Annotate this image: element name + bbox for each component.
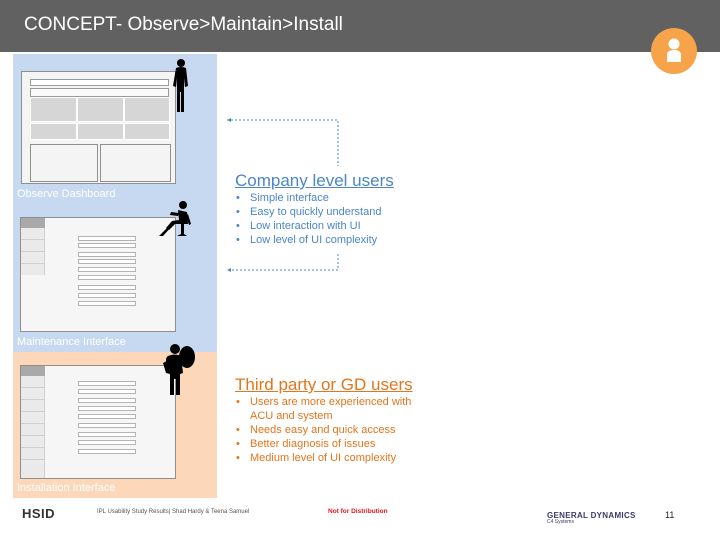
wireframe-cell: [77, 123, 124, 140]
list-item: Users are more experienced with ACU and …: [236, 395, 436, 423]
wireframe-field: [78, 432, 136, 437]
thirdparty-users-title: Third party or GD users: [235, 375, 413, 394]
wireframe-side-column: [21, 218, 45, 275]
maintenance-wireframe: [20, 217, 176, 332]
wireframe-field: [78, 243, 136, 248]
list-item: Easy to quickly understand: [236, 205, 436, 219]
wireframe-box: [30, 144, 98, 182]
wireframe-cell: [30, 97, 77, 122]
wireframe-box: [100, 144, 171, 182]
company-users-list: Simple interface Easy to quickly underst…: [236, 191, 436, 247]
user-avatar-icon: [651, 28, 697, 74]
standing-person-icon: [173, 59, 188, 112]
general-dynamics-subtitle: C4 Systems: [547, 519, 574, 525]
wireframe-field: [78, 389, 136, 394]
wireframe-second-bar: [30, 88, 169, 97]
observe-dashboard-wireframe: [21, 71, 176, 184]
list-item: Needs easy and quick access: [236, 423, 436, 437]
footer-citation: IPL Usability Study Results| Shad Hardy …: [97, 509, 250, 515]
wireframe-field: [78, 301, 136, 306]
wireframe-field: [78, 414, 136, 419]
wireframe-field: [78, 449, 136, 454]
installation-interface-label: Installation Interface: [17, 482, 116, 494]
wireframe-field: [78, 252, 136, 257]
list-item: Simple interface: [236, 191, 436, 205]
thirdparty-users-list: Users are more experienced with ACU and …: [236, 395, 436, 465]
observe-dashboard-label: Observe Dashboard: [17, 188, 116, 200]
wireframe-field: [78, 275, 136, 280]
list-item: Low level of UI complexity: [236, 233, 436, 247]
wireframe-side-column: [21, 366, 45, 478]
maintenance-interface-label: Maintenance Interface: [17, 336, 126, 348]
wireframe-field: [78, 285, 136, 290]
wireframe-field: [78, 236, 136, 241]
wireframe-field: [78, 293, 136, 298]
wireframe-cell: [30, 123, 77, 140]
distribution-notice: Not for Distribution: [328, 508, 388, 515]
wireframe-cell: [124, 123, 170, 140]
general-dynamics-logo: GENERAL DYNAMICS: [547, 511, 636, 520]
wireframe-field: [78, 406, 136, 411]
list-item: Better diagnosis of issues: [236, 437, 436, 451]
list-item: Medium level of UI complexity: [236, 451, 436, 465]
wireframe-field: [78, 267, 136, 272]
company-users-title: Company level users: [235, 171, 394, 190]
seated-person-icon: [159, 201, 191, 236]
wireframe-cell: [77, 97, 124, 122]
hsid-logo: HSID: [22, 506, 56, 521]
wireframe-field: [78, 398, 136, 403]
wireframe-field: [78, 259, 136, 264]
wireframe-field: [78, 423, 136, 428]
worker-person-icon: [163, 344, 195, 395]
wireframe-field: [78, 381, 136, 386]
slide-header: CONCEPT- Observe>Maintain>Install: [0, 0, 720, 52]
wireframe-top-bar: [30, 79, 169, 86]
wireframe-field: [78, 440, 136, 445]
wireframe-cell: [124, 97, 170, 122]
installation-wireframe: [20, 365, 176, 479]
list-item: Low interaction with UI: [236, 219, 436, 233]
slide-title: CONCEPT- Observe>Maintain>Install: [24, 14, 343, 35]
page-number: 11: [665, 510, 675, 520]
company-users-connector: [227, 118, 339, 272]
